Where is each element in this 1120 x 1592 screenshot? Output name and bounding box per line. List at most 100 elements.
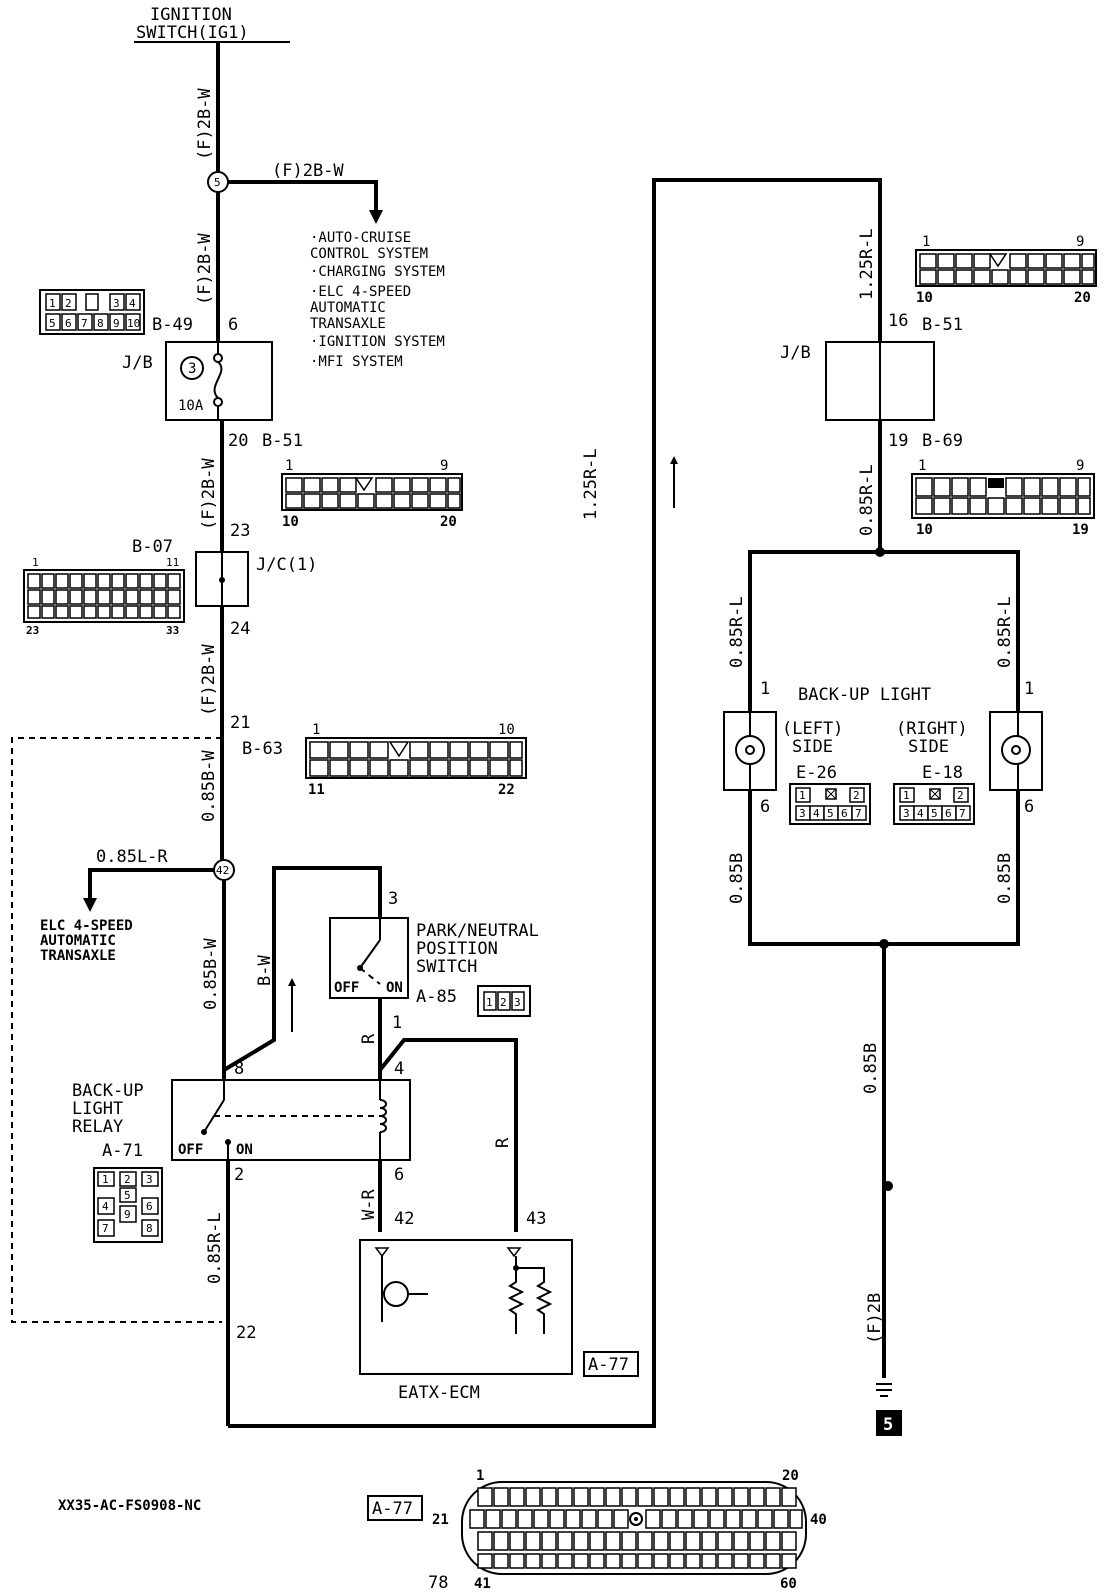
- fuse-number-circle: [180, 356, 204, 380]
- svg-text:2: 2: [500, 996, 507, 1009]
- svg-text:8: 8: [146, 1222, 153, 1235]
- svg-text:23: 23: [26, 624, 39, 637]
- svg-text:6: 6: [945, 807, 952, 820]
- svg-text:POSITION: POSITION: [416, 939, 498, 959]
- e26-label: E-26: [796, 763, 837, 783]
- svg-text:60: 60: [780, 1576, 797, 1592]
- svg-text:4: 4: [813, 807, 820, 820]
- pin-21-label: 21: [230, 713, 250, 733]
- jb-left-label: J/B: [122, 353, 153, 373]
- branch-arrow-icon: [369, 210, 383, 224]
- wire-label-085bw-low: 0.85B-W: [201, 938, 221, 1010]
- e18-label: E-18: [922, 763, 963, 783]
- wire-label-125rl-mid: 1.25R-L: [581, 448, 601, 520]
- svg-text:3: 3: [903, 807, 910, 820]
- dashed-bypass-line: [11, 737, 222, 1323]
- svg-text:A-77: A-77: [588, 1355, 629, 1375]
- svg-text:3: 3: [113, 297, 120, 310]
- svg-text:3: 3: [146, 1173, 153, 1186]
- a85-label: A-85: [416, 987, 457, 1007]
- svg-text:7: 7: [102, 1222, 109, 1235]
- svg-text:AUTOMATIC: AUTOMATIC: [40, 933, 116, 949]
- svg-text:TRANSAXLE: TRANSAXLE: [310, 316, 386, 332]
- svg-text:1: 1: [922, 234, 930, 250]
- relay-off-label: OFF: [178, 1142, 203, 1158]
- wire-label-b51-out: (F)2B-W: [199, 458, 219, 530]
- splice-5-label: 5: [214, 176, 221, 189]
- wire-label-085b-right: 0.85B: [995, 853, 1015, 904]
- wire-label-085lr: 0.85L-R: [96, 847, 168, 867]
- wire-label-top: (F)2B-W: [195, 88, 215, 160]
- relay-coil-icon: [379, 1099, 387, 1133]
- wire-label-125rl-right: 1.25R-L: [857, 228, 877, 300]
- svg-text:·IGNITION SYSTEM: ·IGNITION SYSTEM: [310, 334, 445, 350]
- junction-dot-ground: [883, 1181, 893, 1191]
- lamp-right-pin-6: 6: [1024, 797, 1034, 817]
- connector-b69: 1 9 10 19: [911, 458, 1095, 538]
- jc-label: J/C(1): [256, 555, 317, 575]
- relay-pin-8: 8: [234, 1059, 244, 1079]
- wire-loop-1p25rl: [228, 178, 882, 1428]
- elc-branch-label: ELC 4-SPEED AUTOMATIC TRANSAXLE: [40, 918, 133, 964]
- svg-text:1: 1: [903, 789, 910, 802]
- svg-text:5: 5: [827, 807, 834, 820]
- svg-text:7: 7: [855, 807, 862, 820]
- svg-text:20: 20: [1074, 290, 1091, 306]
- svg-text:·CHARGING SYSTEM: ·CHARGING SYSTEM: [310, 264, 445, 280]
- wire-label-f2b: (F)2B: [865, 1293, 885, 1344]
- svg-text:1: 1: [285, 458, 293, 474]
- a77-tag-bottom: A-77: [367, 1495, 423, 1521]
- svg-text:3: 3: [514, 996, 521, 1009]
- svg-text:3: 3: [799, 807, 806, 820]
- wire-label-branch: (F)2B-W: [272, 161, 344, 181]
- ecm-pin-43: 43: [526, 1209, 546, 1229]
- fuse-icon: [213, 361, 223, 399]
- backup-light-title: BACK-UP LIGHT: [798, 685, 931, 705]
- svg-text:1: 1: [799, 789, 806, 802]
- relay-pin-6: 6: [394, 1165, 404, 1185]
- wire-branch: [228, 180, 378, 212]
- ecm-pin-42: 42: [394, 1209, 414, 1229]
- svg-text:10: 10: [127, 317, 140, 330]
- svg-text:TRANSAXLE: TRANSAXLE: [40, 948, 116, 964]
- lamp-left-pin-1: 1: [760, 679, 770, 699]
- relay-pin-2: 2: [234, 1165, 244, 1185]
- ignition-label-2: SWITCH(IG1): [136, 23, 249, 43]
- connector-b49: 1 2 3 4 5 6 7 8 9 10: [39, 289, 145, 335]
- relay-on-label: ON: [236, 1142, 253, 1158]
- svg-text:4: 4: [917, 807, 924, 820]
- svg-text:40: 40: [810, 1512, 827, 1528]
- pn-off-label: OFF: [334, 980, 359, 996]
- svg-text:A-77: A-77: [372, 1499, 413, 1519]
- b63-label: B-63: [242, 739, 283, 759]
- wire-label-wr: W-R: [359, 1189, 379, 1220]
- jb-right-conn-in: B-51: [922, 315, 963, 335]
- svg-text:4: 4: [129, 297, 136, 310]
- svg-text:33: 33: [166, 624, 179, 637]
- wire-label-r2: R: [493, 1137, 513, 1148]
- pin-23-label: 23: [230, 521, 250, 541]
- svg-text:22: 22: [498, 782, 515, 798]
- conn-b49-label: B-49: [152, 315, 193, 335]
- a71-label: A-71: [102, 1141, 143, 1161]
- svg-text:9: 9: [1076, 458, 1084, 474]
- fuse-number: 3: [188, 361, 196, 377]
- wire-label-085b-ground: 0.85B: [861, 1043, 881, 1094]
- svg-text:RELAY: RELAY: [72, 1117, 123, 1137]
- svg-text:1: 1: [102, 1173, 109, 1186]
- svg-text:11: 11: [166, 556, 179, 569]
- svg-text:21: 21: [432, 1512, 449, 1528]
- eatx-ecm: [359, 1239, 573, 1375]
- svg-text:41: 41: [474, 1576, 491, 1592]
- fuse-amp: 10A: [178, 398, 204, 414]
- svg-text:6: 6: [146, 1200, 153, 1213]
- ignition-label-1: IGNITION: [150, 5, 232, 25]
- svg-text:5: 5: [124, 1189, 131, 1202]
- svg-text:8: 8: [97, 317, 104, 330]
- backup-right-1: (RIGHT): [896, 719, 968, 739]
- svg-text:6: 6: [65, 317, 72, 330]
- svg-text:9: 9: [1076, 234, 1084, 250]
- svg-text:2: 2: [853, 789, 860, 802]
- pn-switch-name: PARK/NEUTRAL POSITION SWITCH: [416, 921, 539, 977]
